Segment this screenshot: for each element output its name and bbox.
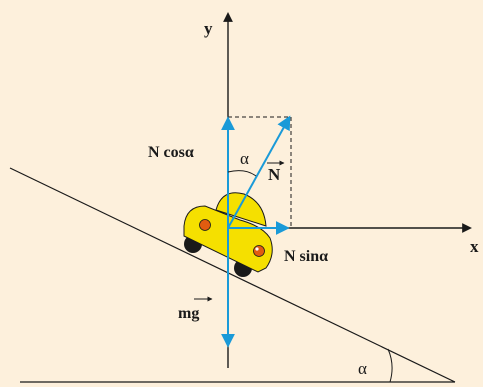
incline-line	[9, 167, 456, 383]
n-cos-label: N cosα	[148, 144, 194, 161]
top-angle-label: α	[240, 149, 249, 168]
car-front-light	[253, 245, 265, 257]
incline-angle-label: α	[358, 359, 367, 378]
n-sin-label: N sinα	[284, 248, 328, 265]
incline-angle-arc	[387, 348, 393, 383]
x-axis-label: x	[470, 237, 479, 256]
top-angle-arc	[227, 170, 257, 177]
n-vector-label: N	[268, 165, 281, 184]
mg-label: mg	[178, 305, 199, 322]
car-rear-light	[199, 219, 211, 231]
y-axis-label: y	[204, 19, 213, 38]
vector-n	[227, 115, 291, 229]
car-front-light-glint	[255, 247, 259, 251]
